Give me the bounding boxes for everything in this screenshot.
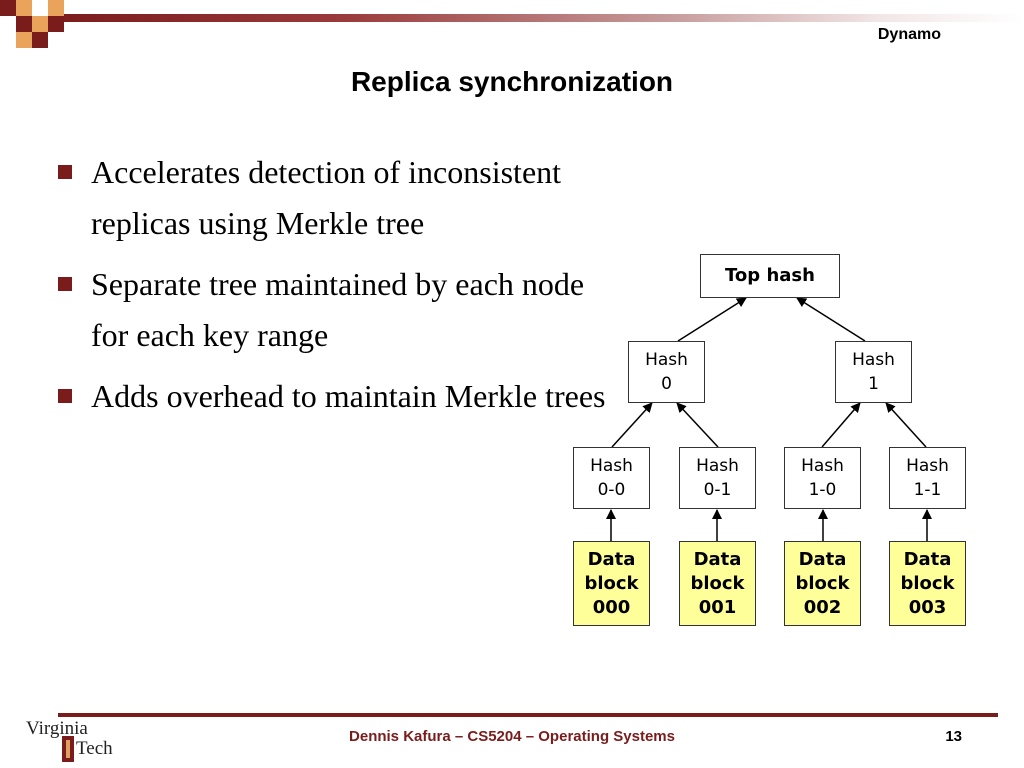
node-label: Hash: [906, 456, 949, 476]
footer-text: Dennis Kafura – CS5204 – Operating Syste…: [349, 728, 675, 745]
merkle-tree-diagram: Top hash Hash 0 Hash 1 Hash 0-0 Hash 0-1…: [560, 245, 990, 645]
node-label: Data: [693, 548, 742, 570]
node-label: Data: [903, 548, 952, 570]
node-label: Hash: [696, 456, 739, 476]
node-label: 0: [661, 374, 672, 394]
deco-square: [32, 0, 48, 16]
node-label: Hash: [801, 456, 844, 476]
logo-text: Tech: [76, 738, 113, 759]
footer-rule: [58, 713, 998, 717]
logo-mark-icon: [66, 740, 70, 758]
node-label: Hash: [852, 350, 895, 370]
node-label: 1-0: [808, 480, 837, 500]
bullet-marker-icon: [58, 277, 72, 291]
hash-node-1-0: Hash 1-0: [784, 447, 861, 509]
virginia-tech-logo: Virginia Tech: [26, 716, 136, 766]
bullet-item: Separate tree maintained by each node fo…: [55, 259, 615, 361]
deco-square: [0, 0, 16, 16]
hash-node-0-0: Hash 0-0: [573, 447, 650, 509]
bullet-marker-icon: [58, 389, 72, 403]
section-label: Dynamo: [877, 26, 941, 43]
node-label: 0-1: [703, 480, 732, 500]
tree-arrow: [796, 297, 866, 342]
data-block-001: Data block 001: [679, 541, 756, 626]
bullet-text: Accelerates detection of inconsistent re…: [91, 154, 562, 241]
hash-node-1-1: Hash 1-1: [889, 447, 966, 509]
page-number: 13: [945, 728, 962, 745]
node-label: 002: [803, 596, 842, 618]
node-label: block: [584, 572, 639, 594]
deco-square: [48, 0, 64, 16]
node-label: block: [690, 572, 745, 594]
node-label: Data: [587, 548, 636, 570]
logo-text: Virginia: [26, 718, 88, 739]
node-label: Hash: [590, 456, 633, 476]
hash-node-0-1: Hash 0-1: [679, 447, 756, 509]
bullet-item: Accelerates detection of inconsistent re…: [55, 147, 615, 249]
tree-arrow: [611, 402, 653, 448]
tree-arrow: [677, 297, 747, 342]
deco-square: [16, 16, 32, 32]
bullet-text: Adds overhead to maintain Merkle trees: [91, 378, 606, 414]
deco-square: [32, 32, 48, 48]
node-label: Hash: [645, 350, 688, 370]
node-label: Data: [798, 548, 847, 570]
node-label: 003: [908, 596, 947, 618]
hash-node-1: Hash 1: [835, 341, 912, 403]
tree-arrow: [676, 402, 719, 448]
node-label: 001: [698, 596, 737, 618]
tree-arrows: [606, 297, 932, 541]
deco-square: [48, 16, 64, 32]
bullet-text: Separate tree maintained by each node fo…: [91, 266, 585, 353]
tree-arrow: [821, 402, 861, 448]
node-label: 0-0: [597, 480, 626, 500]
node-label: 1-1: [913, 480, 942, 500]
bullet-list: Accelerates detection of inconsistent re…: [55, 147, 615, 432]
deco-square: [32, 16, 48, 32]
deco-square: [16, 0, 32, 16]
bullet-item: Adds overhead to maintain Merkle trees: [55, 371, 615, 422]
deco-square: [16, 32, 32, 48]
node-label: block: [900, 572, 955, 594]
tree-arrow: [885, 402, 927, 448]
top-decoration: [0, 0, 1024, 50]
node-label: 1: [868, 374, 879, 394]
data-block-003: Data block 003: [889, 541, 966, 626]
data-block-002: Data block 002: [784, 541, 861, 626]
node-label: block: [795, 572, 850, 594]
hash-node-0: Hash 0: [628, 341, 705, 403]
node-label: Top hash: [725, 265, 815, 286]
deco-square: [0, 16, 16, 32]
data-block-000: Data block 000: [573, 541, 650, 626]
bullet-marker-icon: [58, 165, 72, 179]
node-label: 000: [592, 596, 631, 618]
slide-title: Replica synchronization: [350, 66, 674, 97]
header-band: [50, 14, 1024, 22]
top-hash-node: Top hash: [700, 254, 840, 298]
